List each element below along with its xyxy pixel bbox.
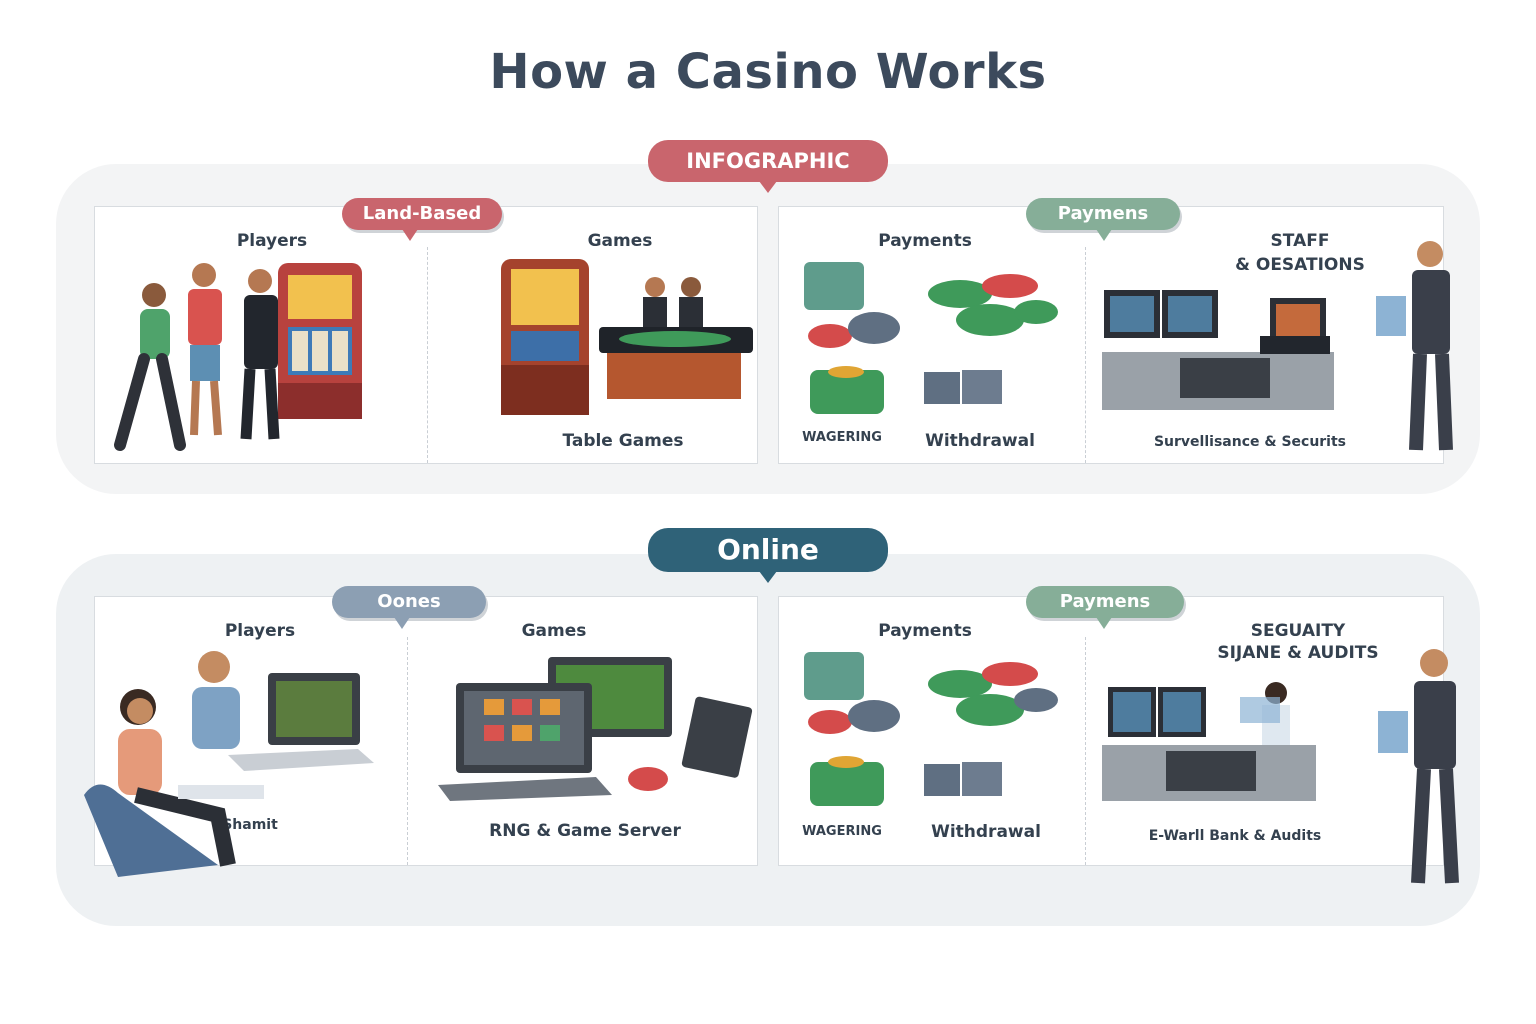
rng-game-server-label: RNG & Game Server <box>489 821 681 841</box>
land-surveillance-illustration <box>1102 241 1453 451</box>
games-label: Games <box>587 231 653 251</box>
surveillance-label: Survellisance & Securits <box>1153 434 1347 450</box>
staff-label: STAFF <box>1270 231 1330 251</box>
land-based-tag: Land-Based <box>342 198 502 241</box>
wagering-label: WAGERING <box>802 430 882 445</box>
operations-label: & OESATIONS <box>1235 255 1365 275</box>
panel-divider <box>1085 637 1086 865</box>
infographic-banner: INFOGRAPHIC <box>648 140 888 193</box>
payments-label: Payments <box>878 621 972 641</box>
audits-label: SIJANE & AUDITS <box>1217 643 1379 663</box>
land-players-illustration <box>114 263 362 451</box>
online-games-illustration <box>438 657 753 801</box>
online-players-illustration <box>84 651 374 877</box>
panel-divider <box>1085 247 1086 463</box>
players-label: Players <box>224 621 296 641</box>
payments-tag: Paymens <box>1026 198 1180 241</box>
page-title: How a Casino Works <box>489 44 1047 100</box>
online-banner: Online <box>648 528 888 583</box>
payments-label: Payments <box>878 231 972 251</box>
wagering-label: WAGERING <box>802 824 882 839</box>
withdrawal-label: Withdrawal <box>925 431 1035 451</box>
online-security-illustration <box>1102 649 1459 884</box>
games-label: Games <box>521 621 587 641</box>
player-caption: Shamit <box>222 817 278 833</box>
table-games-label: Table Games <box>562 431 684 451</box>
online-payments-illustration <box>804 652 1058 806</box>
online-tag: Oones <box>332 586 486 629</box>
players-label: Players <box>236 231 308 251</box>
land-payments-illustration <box>804 262 1058 414</box>
withdrawal-label: Withdrawal <box>931 822 1041 842</box>
ewallet-label: E-Warll Bank & Audits <box>1148 828 1322 844</box>
panel-divider <box>427 247 428 463</box>
table-games-illustration <box>501 259 753 415</box>
panel-divider <box>407 637 408 865</box>
security-label: SEGUAITY <box>1250 621 1346 641</box>
payments-tag: Paymens <box>1026 586 1184 629</box>
